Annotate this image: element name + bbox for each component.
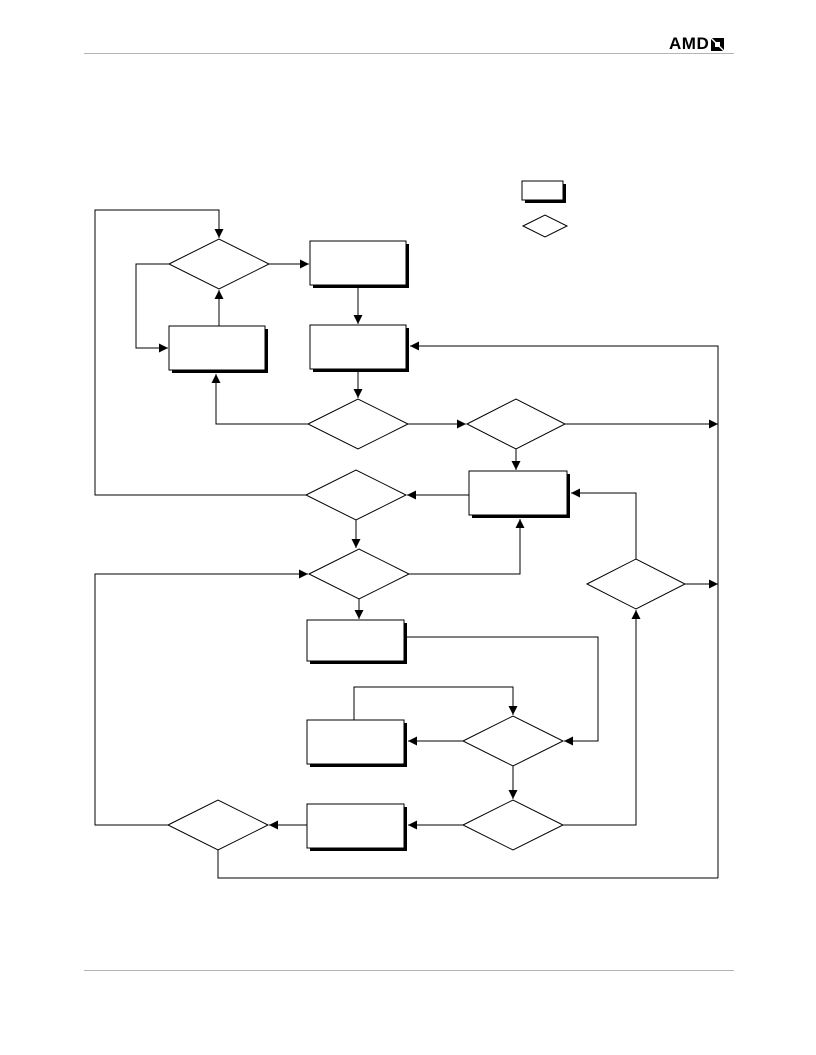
connector-d5-to-p4 — [409, 519, 525, 575]
decision-diamond-d1 — [167, 238, 271, 290]
amd-arrow-icon — [711, 37, 725, 51]
process-box-p1 — [309, 240, 409, 288]
decision-diamond-d4 — [304, 469, 408, 521]
decision-diamond-d9 — [461, 799, 565, 851]
connector-loop-top-to-d1 — [94, 209, 307, 496]
legend-process-symbol — [521, 180, 566, 203]
logo-text: AMD — [669, 34, 710, 53]
process-box-p2 — [168, 325, 268, 373]
legend — [521, 180, 569, 238]
connector-right-bus-to-p3 — [410, 341, 719, 878]
connector-d1-to-p2 — [135, 263, 169, 353]
process-box-p6 — [306, 719, 407, 767]
decision-diamond-d8 — [166, 799, 270, 851]
process-box-p4 — [468, 470, 570, 518]
header-rule — [84, 53, 734, 54]
decision-diamond-d6 — [585, 558, 687, 610]
process-box-p7 — [306, 803, 407, 851]
footer-rule — [84, 970, 734, 971]
connector-d9-to-d6 — [563, 610, 641, 826]
decision-diamond-d5 — [307, 548, 411, 600]
decision-diamond-d7 — [461, 715, 565, 767]
process-box-p5 — [306, 619, 407, 664]
connector-p5-to-d7 — [407, 636, 599, 746]
legend-decision-symbol — [521, 214, 569, 238]
connector-d8-to-d5 — [94, 569, 308, 826]
decision-diamond-d2 — [306, 398, 410, 450]
amd-logo: AMD — [669, 34, 725, 54]
connector-d8-to-bottom-bus — [217, 850, 718, 879]
connector-d2-to-p2 — [211, 374, 308, 425]
connector-p6-to-d7 — [353, 686, 518, 720]
connector-d6-to-p4 — [571, 488, 637, 559]
process-box-p3 — [309, 324, 409, 372]
decision-diamond-d3 — [465, 398, 567, 450]
